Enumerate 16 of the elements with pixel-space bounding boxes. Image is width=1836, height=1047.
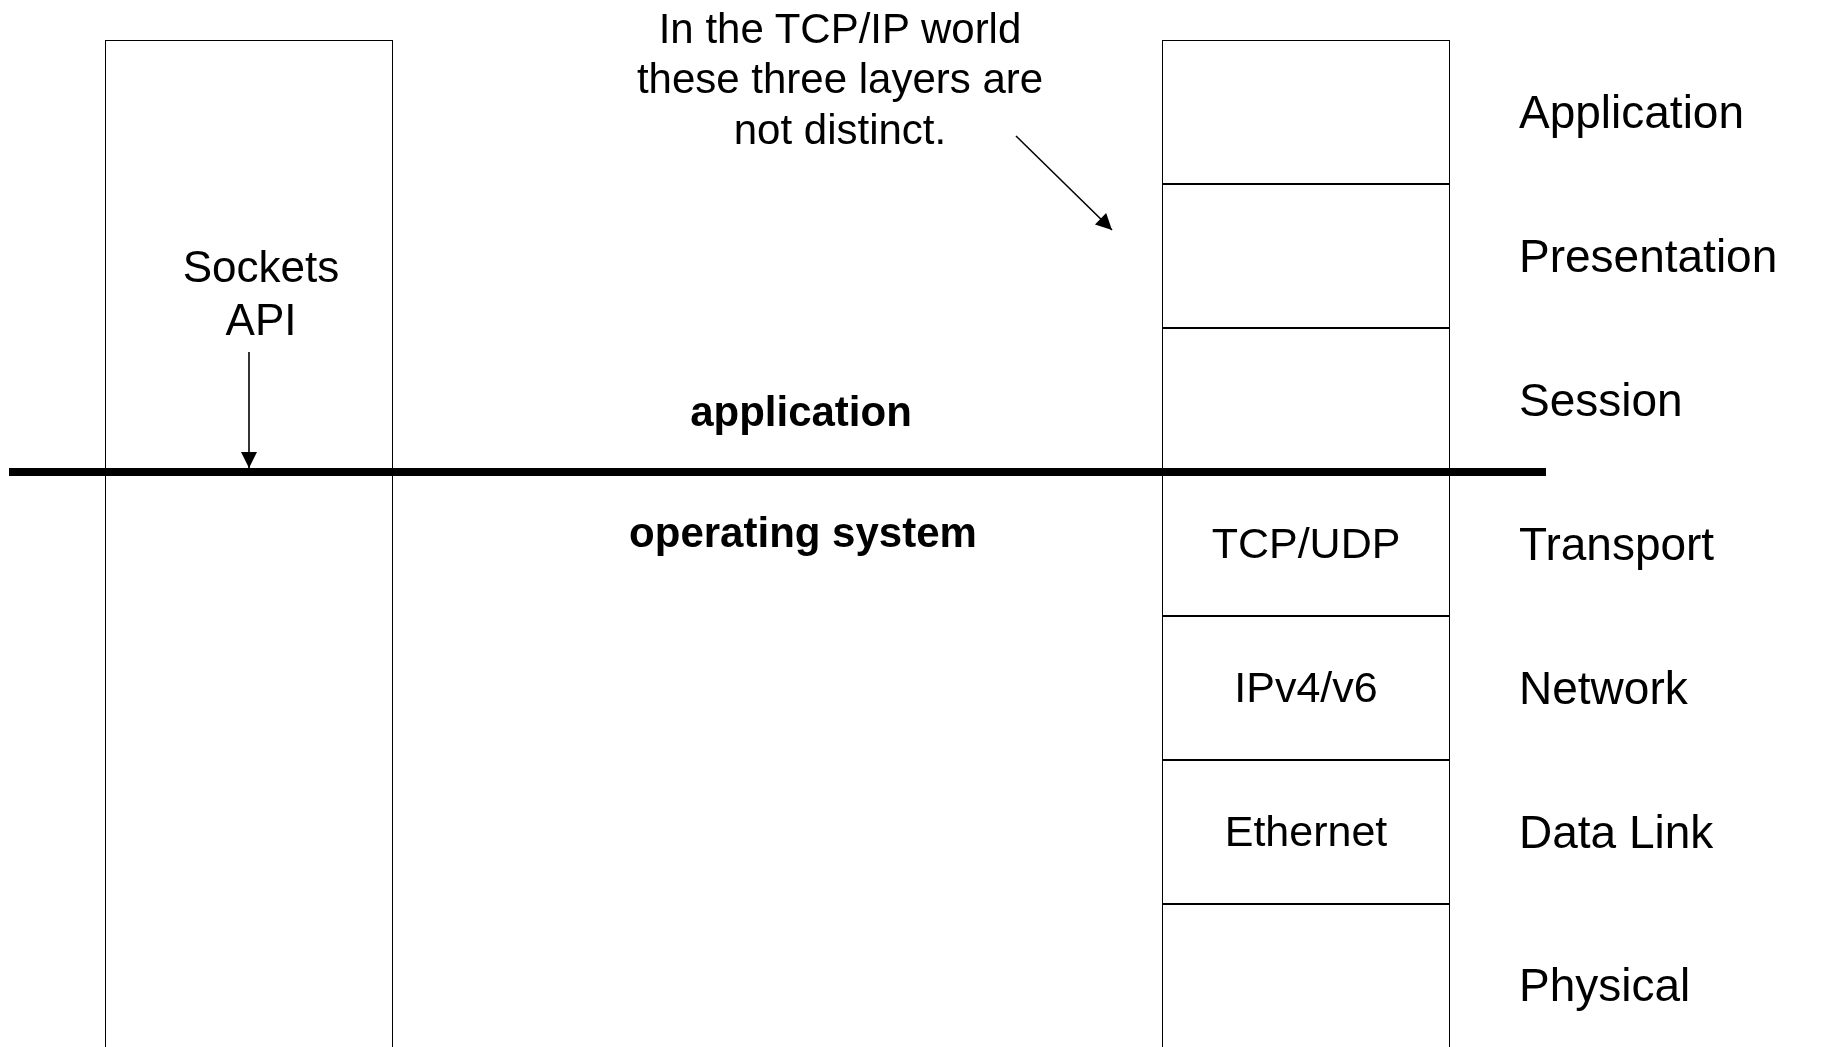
cell-text: Ethernet (1223, 806, 1389, 858)
cell-text: IPv4/v6 (1233, 662, 1379, 714)
arrow (241, 351, 257, 469)
arrow (1015, 135, 1113, 231)
layer-label: Physical (1519, 957, 1691, 1012)
region-label: operating system (629, 509, 977, 557)
layer-label: Presentation (1519, 229, 1778, 283)
region-label: application (690, 388, 912, 436)
callout-note: In the TCP/IP world these three layers are not distinct. (625, 4, 1055, 164)
layer-label: Application (1519, 85, 1745, 139)
cell-text: TCP/UDP (1210, 518, 1402, 570)
api-label: Sockets API (181, 241, 341, 353)
layer-label: Session (1519, 373, 1683, 427)
layer-label: Network (1519, 661, 1688, 715)
layer-label: Transport (1519, 517, 1715, 571)
layer-label: Data Link (1519, 805, 1714, 859)
